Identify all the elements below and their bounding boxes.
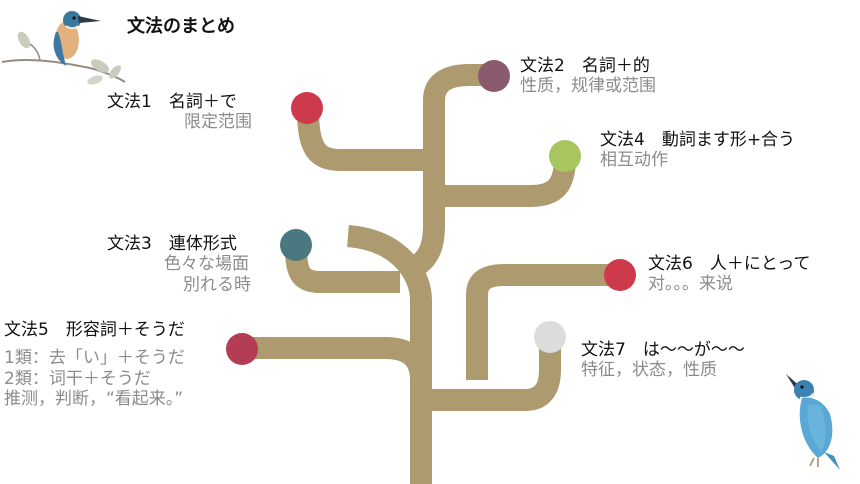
grammar-3: 文法3 連体形式 色々な場面 別れる時 <box>107 234 251 295</box>
upper-stem <box>404 64 493 280</box>
grammar-5-title: 文法5 形容詞＋そうだ <box>4 320 185 340</box>
kingfisher-on-branch-icon <box>1 11 126 85</box>
grammar-3-detail-1: 色々な場面 <box>164 254 249 275</box>
grammar-2: 文法2 名詞＋的 性质，规律或范围 <box>520 56 656 97</box>
tree-branches <box>242 64 620 484</box>
branch-g6 <box>466 264 620 380</box>
grammar-4: 文法4 動詞ます形+合う 相互动作 <box>600 130 795 171</box>
grammar-1: 文法1 名詞＋で 限定范围 <box>107 92 252 133</box>
node-grammar-2 <box>478 60 510 92</box>
grammar-1-title: 文法1 名詞＋で <box>107 92 237 112</box>
grammar-3-detail-2: 別れる時 <box>183 274 251 295</box>
grammar-7-detail: 特征，状态，性质 <box>581 360 717 381</box>
node-grammar-6 <box>604 259 636 291</box>
node-grammar-4 <box>549 140 581 172</box>
grammar-2-detail: 性质，规律或范围 <box>520 76 656 97</box>
grammar-2-title: 文法2 名詞＋的 <box>520 56 650 76</box>
grammar-5-detail-3: 推测，判断，“看起来。” <box>4 389 184 410</box>
grammar-4-detail: 相互动作 <box>600 150 668 171</box>
grammar-3-title: 文法3 連体形式 <box>107 234 237 254</box>
branch-g5 <box>242 337 432 381</box>
tree-nodes <box>226 60 636 365</box>
node-grammar-1 <box>291 92 323 124</box>
node-grammar-7 <box>534 321 566 353</box>
node-grammar-3 <box>280 229 312 261</box>
grammar-7-title: 文法7 は～～が～～ <box>581 340 745 360</box>
page-title: 文法のまとめ <box>127 16 235 37</box>
branch-g4 <box>434 156 576 207</box>
grammar-6-title: 文法6 人＋にとって <box>648 254 811 274</box>
grammar-7: 文法7 は～～が～～ 特征，状态，性质 <box>581 340 745 381</box>
branch-g1 <box>297 109 434 171</box>
grammar-6-detail: 对。。。来说 <box>648 274 733 295</box>
grammar-5-detail-2: 2類：词干＋そうだ <box>4 368 151 389</box>
grammar-5: 文法5 形容詞＋そうだ 1類：去「い」＋そうだ 2類：词干＋そうだ 推测，判断，… <box>4 320 209 410</box>
grammar-4-title: 文法4 動詞ます形+合う <box>600 130 796 150</box>
branch-g7 <box>421 340 561 411</box>
grammar-1-detail: 限定范围 <box>184 112 252 133</box>
kingfisher-icon <box>786 374 840 470</box>
node-grammar-5 <box>226 333 258 365</box>
grammar-6: 文法6 人＋にとって 对。。。来说 <box>648 254 810 295</box>
grammar-5-detail-1: 1類：去「い」＋そうだ <box>4 348 185 369</box>
